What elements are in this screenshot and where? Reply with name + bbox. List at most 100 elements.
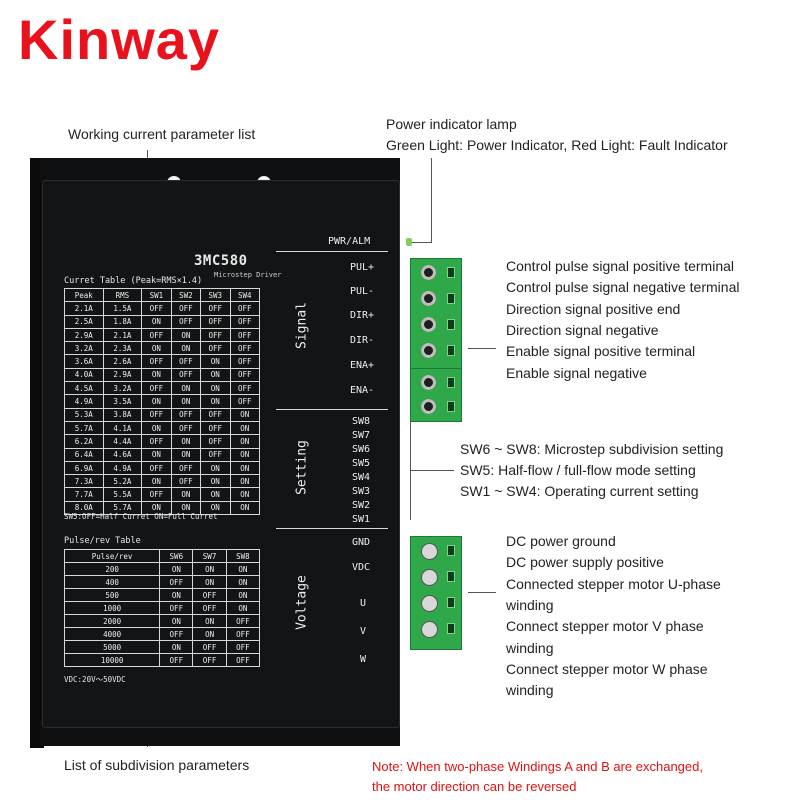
divider-top	[276, 251, 388, 252]
table-cell: ON	[192, 614, 227, 628]
divider-setting-voltage	[276, 528, 388, 529]
table-cell: OFF	[200, 341, 231, 356]
setting-pin-label: SW4	[352, 472, 371, 483]
screw-icon[interactable]	[421, 399, 436, 414]
table-cell: 3.2A	[102, 381, 143, 396]
wire-slot-icon	[447, 377, 455, 388]
table-cell: ON	[200, 474, 231, 489]
signal-callout: Control pulse signal positive terminal	[506, 258, 734, 274]
model-name: 3MC580	[194, 253, 248, 269]
screw-icon[interactable]	[421, 343, 436, 358]
table-cell: OFF	[225, 640, 261, 654]
table-header-cell: Peak	[64, 287, 104, 303]
table-cell: ON	[170, 434, 202, 449]
table-cell: OFF	[141, 487, 172, 502]
table-cell: 2000	[63, 614, 161, 628]
leader-voltage	[468, 592, 496, 593]
table-cell: OFF	[141, 327, 172, 343]
table-header-cell: SW8	[225, 549, 261, 563]
table-cell: ON	[170, 394, 202, 409]
table-cell: 4.0A	[64, 367, 104, 383]
leader-setting-h	[410, 470, 454, 471]
table-cell: ON	[192, 562, 227, 576]
table-cell: 7.7A	[64, 487, 104, 502]
pulse-table-footer: VDC:20V～50VDC	[64, 675, 126, 684]
screw-icon[interactable]	[421, 265, 436, 280]
table-cell: OFF	[159, 601, 194, 615]
callout-working-current: Working current parameter list	[68, 126, 256, 142]
table-cell: 6.9A	[64, 460, 104, 476]
table-cell: ON	[141, 341, 172, 356]
current-table-title: Curret Table (Peak=RMS×1.4)	[64, 276, 203, 286]
table-cell: 6.4A	[64, 447, 104, 462]
table-cell: OFF	[200, 407, 231, 422]
setting-callout: SW5: Half-flow / full-flow mode setting	[460, 462, 696, 478]
table-cell: OFF	[170, 301, 202, 316]
screw-icon[interactable]	[421, 317, 436, 332]
driver-unit: 3MC580 Microstep Driver Curret Table (Pe…	[30, 158, 405, 748]
setting-pin-label: SW5	[352, 458, 371, 469]
wire-slot-icon	[447, 319, 455, 330]
section-signal: Signal	[294, 302, 310, 349]
signal-terminal-block-1[interactable]	[410, 258, 462, 370]
current-table-footer: SW5:OFF=Half Curret ON=Full Curret	[64, 512, 218, 521]
setting-pin-label: SW2	[352, 500, 371, 511]
table-cell: 6.2A	[64, 434, 104, 449]
table-cell: ON	[159, 614, 194, 628]
table-cell: ON	[225, 601, 261, 615]
table-header-cell: SW1	[141, 287, 172, 303]
voltage-pin-label: U	[360, 598, 367, 609]
screw-icon[interactable]	[421, 569, 438, 586]
table-cell: ON	[225, 575, 261, 589]
screw-icon[interactable]	[421, 543, 438, 560]
table-cell: ON	[159, 640, 194, 654]
table-cell: ON	[200, 487, 231, 502]
table-cell: 2.9A	[64, 327, 104, 343]
table-cell: ON	[141, 420, 172, 436]
signal-terminal-block-2[interactable]	[410, 368, 462, 422]
table-cell: ON	[225, 588, 261, 602]
voltage-callout: winding	[506, 596, 554, 613]
voltage-callout: winding	[506, 639, 554, 656]
screw-icon[interactable]	[421, 375, 436, 390]
setting-pin-label: SW8	[352, 416, 371, 427]
table-cell: ON	[170, 381, 202, 396]
screw-icon[interactable]	[421, 595, 438, 612]
table-cell: ON	[141, 314, 172, 329]
signal-pin-label: ENA-	[350, 385, 375, 396]
table-header-cell: Pulse/rev	[63, 549, 161, 563]
table-cell: 1.5A	[102, 301, 143, 316]
table-cell: 3.6A	[64, 354, 104, 369]
setting-callout: SW1 ~ SW4: Operating current setting	[460, 483, 699, 499]
table-cell: OFF	[192, 640, 227, 654]
table-cell: ON	[229, 434, 260, 449]
screw-icon[interactable]	[421, 621, 438, 638]
table-cell: ON	[229, 407, 260, 422]
screw-icon[interactable]	[421, 291, 436, 306]
table-cell: ON	[200, 460, 231, 476]
table-cell: OFF	[170, 354, 202, 369]
note-line-1: Note: When two-phase Windings A and B ar…	[372, 759, 703, 774]
table-cell: 2.9A	[102, 367, 143, 383]
table-header-cell: SW6	[159, 549, 194, 563]
table-cell: OFF	[192, 601, 227, 615]
power-terminal-block[interactable]	[410, 536, 462, 650]
table-cell: OFF	[200, 327, 231, 343]
signal-callout: Direction signal positive end	[506, 300, 681, 317]
table-cell: OFF	[229, 367, 260, 383]
signal-callout: Direction signal negative	[506, 321, 659, 338]
table-cell: OFF	[141, 354, 172, 369]
table-cell: 2.3A	[102, 341, 143, 356]
table-cell: OFF	[159, 627, 194, 641]
wire-slot-icon	[447, 545, 455, 556]
